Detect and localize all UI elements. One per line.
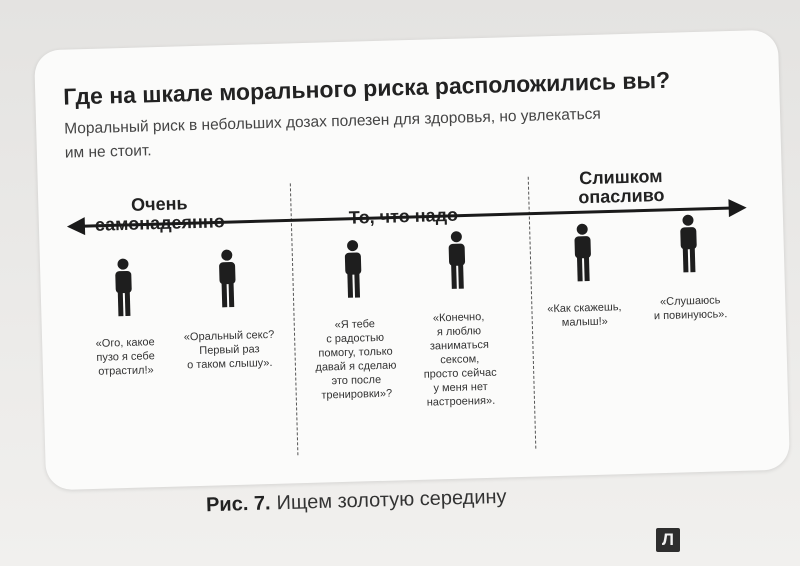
quote-text: «Конечно, я люблю заниматься сексом, про… [423, 311, 497, 409]
publisher-logo: Л [656, 528, 680, 552]
person-icon [448, 231, 466, 289]
figure-card: Где на шкале морального риска расположил… [34, 29, 790, 491]
arrow-head-left [66, 217, 86, 236]
quote-text: «Ого, какое пузо я себе отрастил!» [95, 336, 155, 378]
figure-number: Рис. 7. [205, 492, 271, 517]
person-icon [680, 214, 697, 273]
double-arrow-axis [66, 199, 747, 236]
diagram-subtitle: Моральный риск в небольших дозах полезен… [63, 105, 602, 162]
axis-line [80, 206, 733, 228]
person-icon [344, 240, 362, 298]
person-icon [115, 258, 132, 317]
quote-text: «Оральный секс? Первый раз о таком слышу… [183, 328, 275, 372]
person-icon [219, 249, 236, 308]
person-icon [574, 223, 591, 282]
quote-text: «Слушаюсь и повинуюсь». [653, 294, 728, 323]
quote-text: «Как скажешь, малыш!» [547, 301, 622, 329]
arrow-head-right [728, 199, 747, 218]
